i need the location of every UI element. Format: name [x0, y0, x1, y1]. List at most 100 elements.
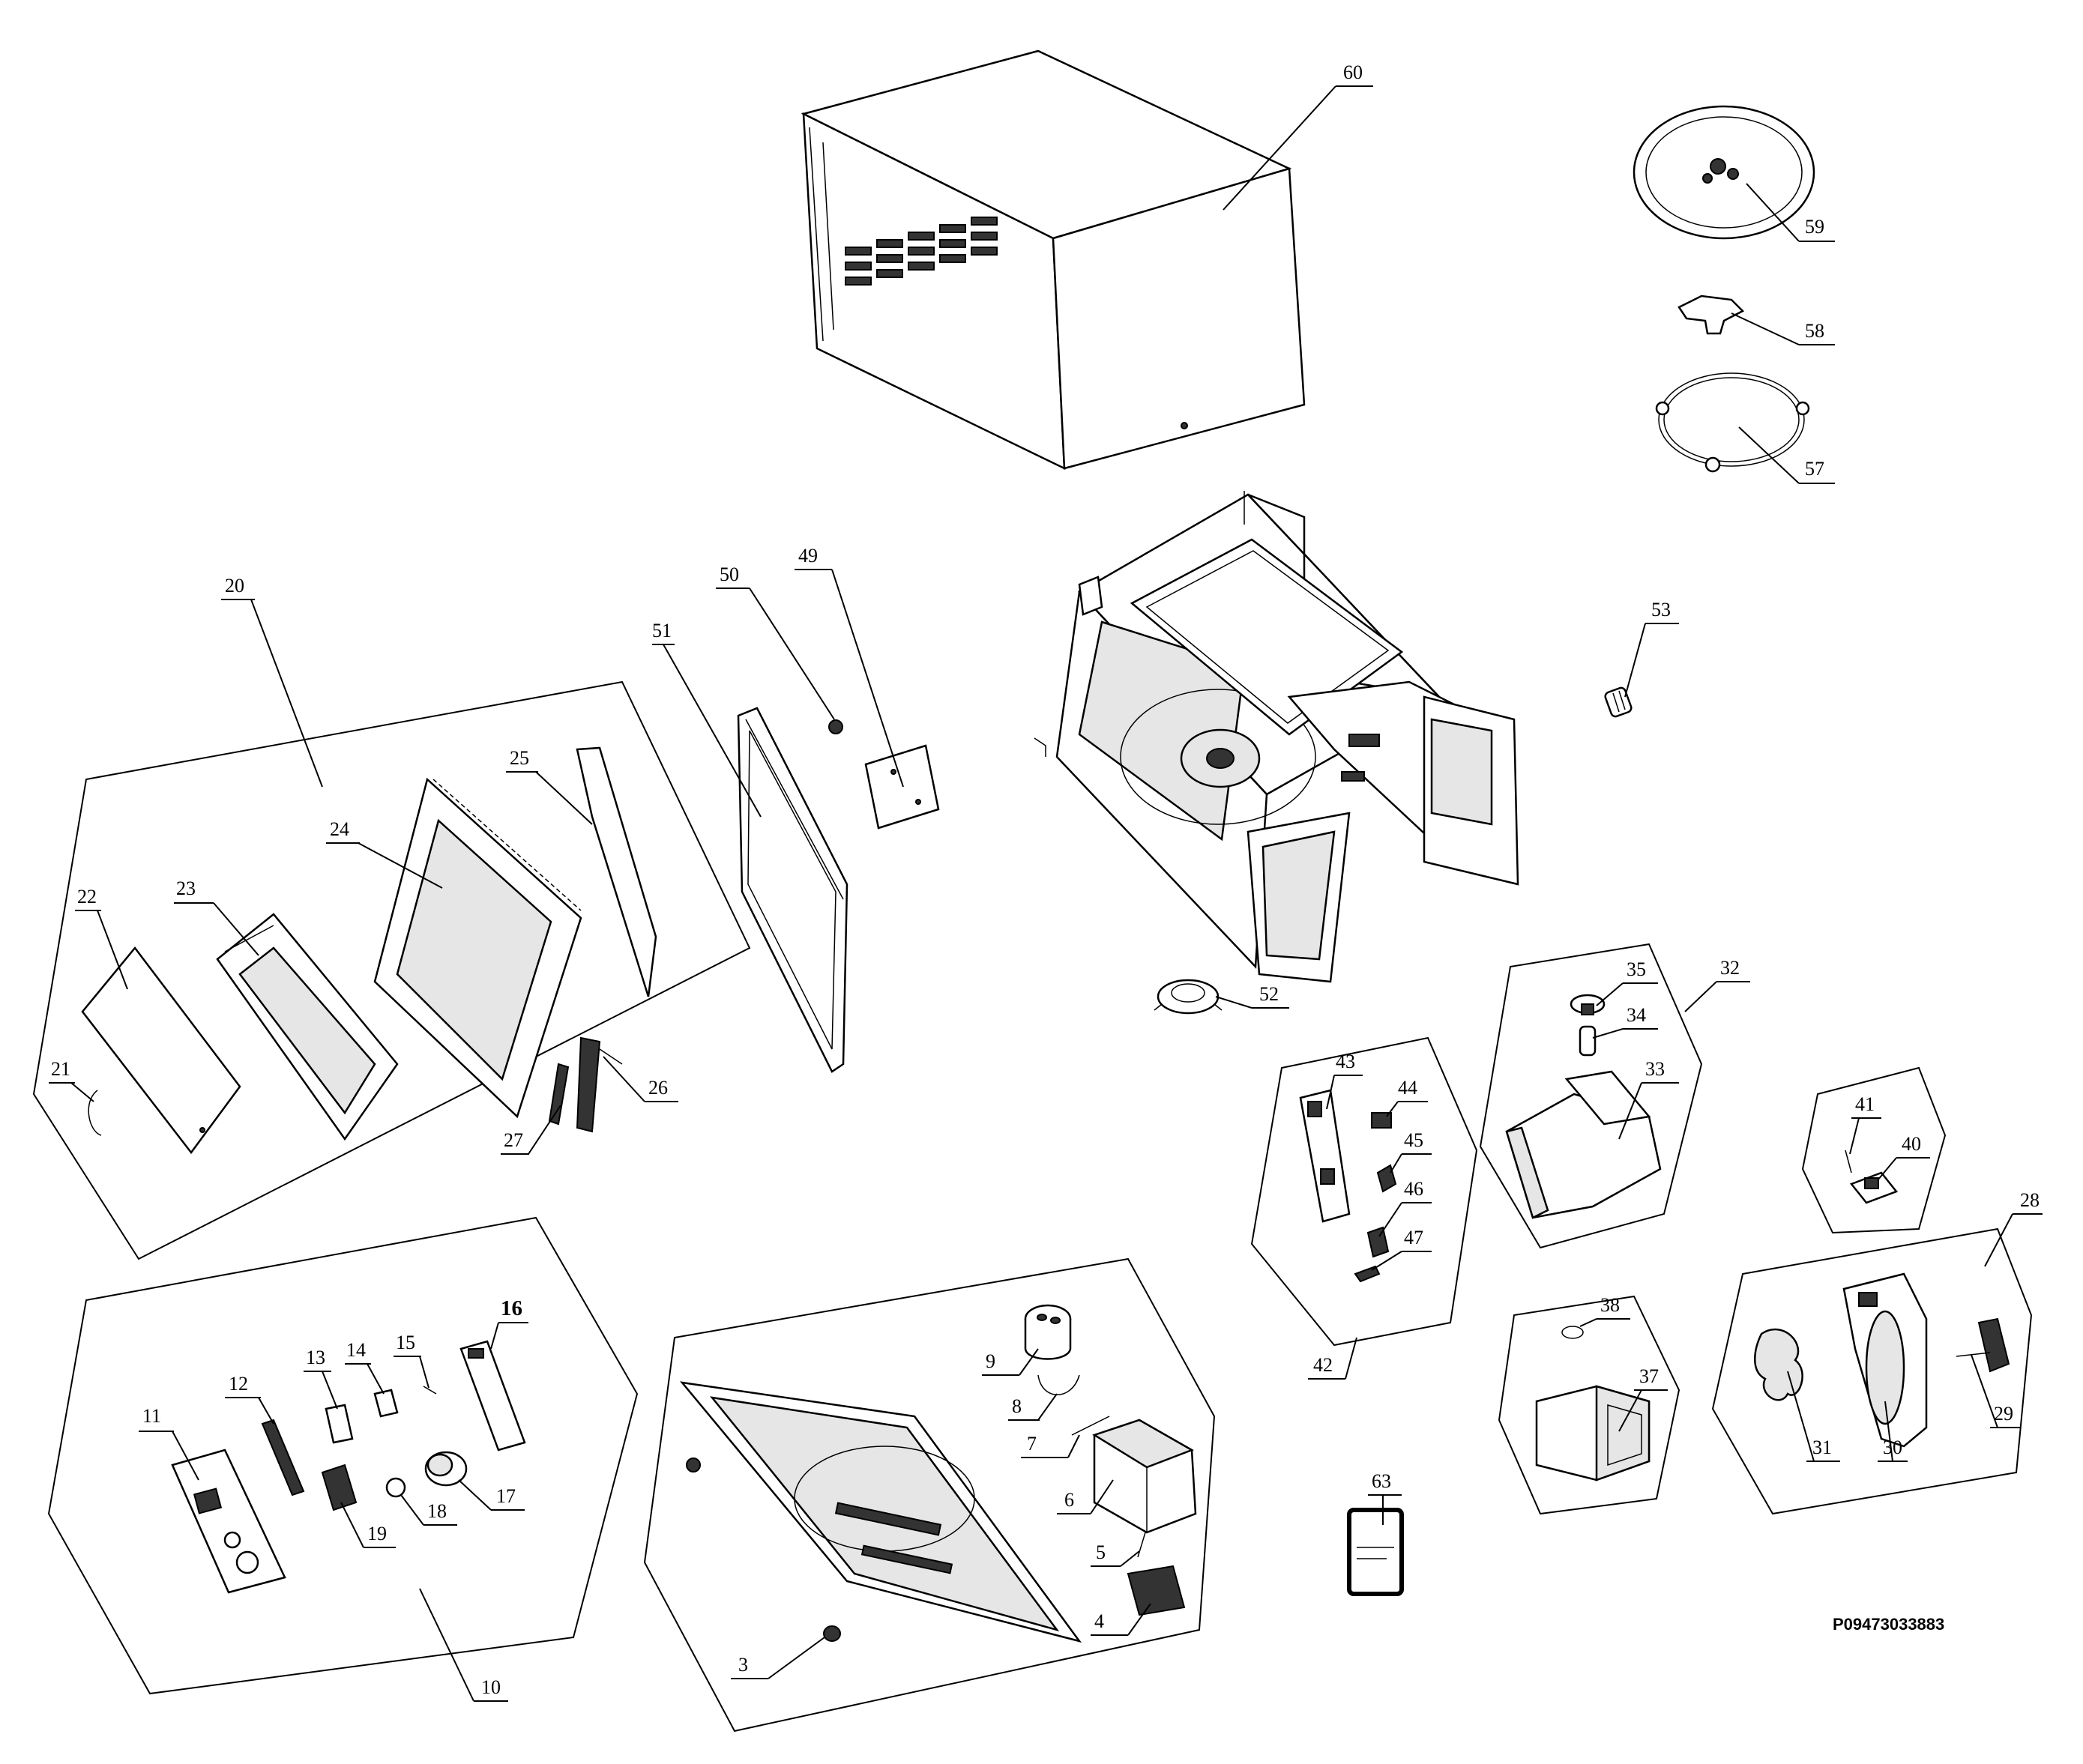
- label-17: 17: [496, 1485, 516, 1507]
- label-20: 20: [225, 575, 244, 596]
- base-plate: [679, 1381, 1082, 1643]
- part-43-latch-bracket: [1299, 1089, 1351, 1223]
- label-32: 32: [1720, 957, 1740, 979]
- part-25-door-glass: [576, 746, 657, 997]
- part-16-pcb: [459, 1340, 526, 1452]
- label-11: 11: [142, 1405, 161, 1427]
- label-7: 7: [1027, 1433, 1037, 1455]
- label-60: 60: [1343, 61, 1363, 83]
- fan-motor-group: [1711, 1227, 2033, 1515]
- label-58: 58: [1805, 320, 1824, 342]
- label-47: 47: [1404, 1227, 1423, 1248]
- part-40-bracket: [1849, 1171, 1899, 1204]
- waveguide-group: [1479, 943, 1703, 1249]
- glass-turntable-tray: [1633, 105, 1815, 240]
- part-8-bracket: [1037, 1374, 1080, 1395]
- label-29: 29: [1994, 1403, 2013, 1425]
- part-15-spring: [423, 1386, 437, 1395]
- label-63: 63: [1372, 1470, 1391, 1492]
- label-59: 59: [1805, 216, 1824, 238]
- label-49: 49: [798, 545, 818, 567]
- part-17-knob: [424, 1451, 468, 1487]
- part-41-screw: [1845, 1150, 1852, 1174]
- label-53: 53: [1651, 599, 1671, 620]
- part-35-thermostat: [1570, 994, 1606, 1015]
- vent-slots: [845, 217, 998, 286]
- door-assembly-group: [32, 680, 751, 1260]
- label-28: 28: [2020, 1189, 2040, 1211]
- part-18-button: [385, 1477, 406, 1498]
- label-23: 23: [176, 878, 196, 899]
- drawing-code: P09473033883: [1833, 1615, 1944, 1634]
- label-37: 37: [1639, 1365, 1659, 1387]
- label-3: 3: [738, 1654, 748, 1676]
- label-25: 25: [510, 747, 529, 769]
- part-47-lever: [1354, 1265, 1381, 1283]
- part-52-motor: [1154, 979, 1223, 1015]
- part-40-41-group: [1801, 1066, 1947, 1234]
- oven-cavity-assembly: [1034, 491, 1519, 983]
- part-6-transformer: [1092, 1419, 1197, 1534]
- part-12-bracket: [261, 1419, 305, 1496]
- part-3-foot: [823, 1625, 841, 1642]
- label-50: 50: [720, 564, 739, 585]
- label-6: 6: [1064, 1489, 1074, 1511]
- label-42: 42: [1313, 1354, 1333, 1376]
- part-7-diode: [1071, 1416, 1110, 1436]
- part-34-fuse: [1579, 1025, 1597, 1057]
- label-45: 45: [1404, 1129, 1423, 1151]
- label-57: 57: [1805, 458, 1824, 480]
- part-53-bushing: [1604, 686, 1633, 718]
- label-35: 35: [1627, 958, 1646, 980]
- magnetron-group: [1498, 1295, 1680, 1515]
- part-26-door-hook: [576, 1036, 623, 1133]
- part-23-door-frame: [216, 913, 399, 1141]
- interlock-switch-group: [1250, 1036, 1478, 1347]
- label-51: 51: [652, 620, 672, 641]
- control-panel-group: [47, 1216, 639, 1695]
- label-19: 19: [367, 1523, 387, 1544]
- label-40: 40: [1902, 1133, 1921, 1155]
- label-46: 46: [1404, 1178, 1423, 1200]
- part-37-magnetron: [1535, 1385, 1651, 1481]
- part-27-latch-lever: [548, 1063, 570, 1126]
- base-plate-group: [643, 1257, 1216, 1733]
- label-41: 41: [1855, 1093, 1875, 1115]
- label-9: 9: [986, 1350, 995, 1372]
- label-24: 24: [330, 818, 349, 840]
- label-33: 33: [1645, 1058, 1665, 1080]
- label-14: 14: [346, 1339, 366, 1361]
- part-44-micro-switch: [1371, 1112, 1392, 1129]
- part-9-capacitor: [1024, 1304, 1072, 1360]
- part-22-door-panel: [81, 946, 241, 1155]
- part-21-handle: [88, 1090, 102, 1136]
- label-18: 18: [427, 1500, 447, 1522]
- label-13: 13: [306, 1347, 325, 1368]
- part-63-rating-label: [1347, 1508, 1404, 1596]
- part-5-fuse: [1137, 1532, 1146, 1558]
- part-13-board: [325, 1404, 354, 1444]
- part-30-fan-bracket: [1842, 1272, 1928, 1448]
- part-19-switch: [321, 1464, 358, 1511]
- label-38: 38: [1600, 1294, 1620, 1316]
- label-15: 15: [396, 1332, 415, 1353]
- label-21: 21: [51, 1058, 70, 1080]
- part-38-gasket: [1561, 1326, 1584, 1339]
- part-49-cover-plate: [864, 744, 940, 830]
- part-33-waveguide: [1505, 1070, 1662, 1219]
- label-52: 52: [1259, 983, 1279, 1005]
- cabinet-outer-case: [801, 49, 1306, 471]
- label-10: 10: [481, 1676, 501, 1698]
- label-26: 26: [648, 1077, 668, 1099]
- label-27: 27: [504, 1129, 523, 1151]
- label-30: 30: [1883, 1437, 1902, 1458]
- part-11-control-panel: [171, 1449, 286, 1594]
- label-31: 31: [1812, 1437, 1832, 1458]
- label-22: 22: [77, 886, 97, 907]
- label-4: 4: [1094, 1610, 1104, 1632]
- label-5: 5: [1096, 1541, 1106, 1563]
- label-43: 43: [1336, 1051, 1355, 1072]
- label-16: 16: [501, 1296, 522, 1320]
- roller-ring: [1655, 372, 1810, 473]
